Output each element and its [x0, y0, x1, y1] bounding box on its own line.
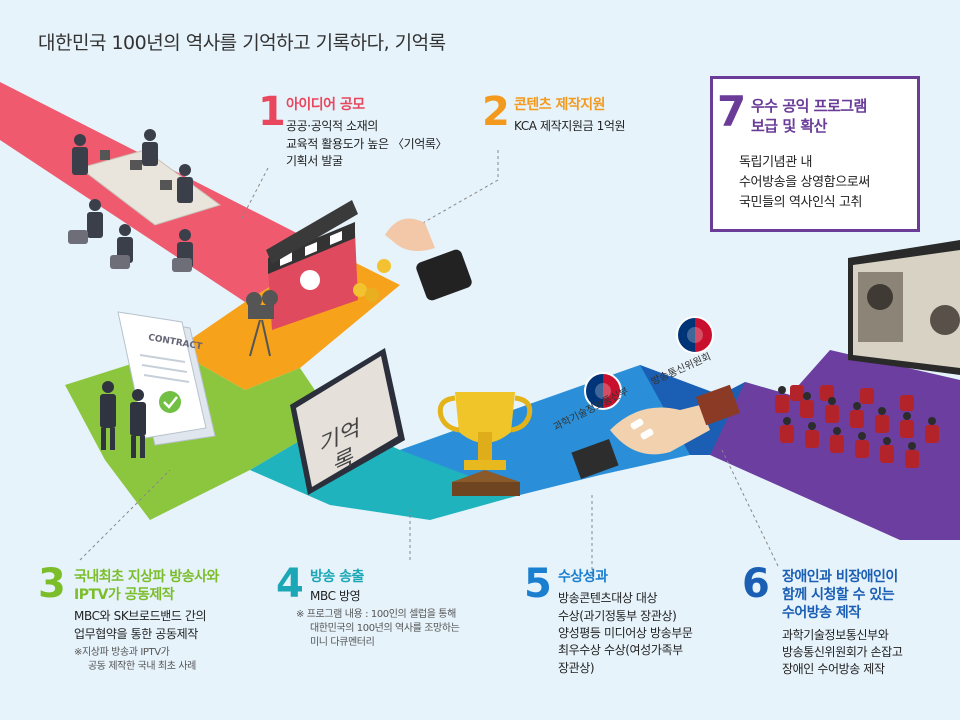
step-1-heading: 아이디어 공모	[286, 97, 365, 113]
step-2-heading: 콘텐츠 제작지원	[514, 97, 606, 113]
contract-illustration: CONTRACT	[100, 311, 216, 458]
ministry-seal-science	[584, 372, 622, 410]
step-4-body: MBC 방영	[310, 589, 361, 604]
page-title: 대한민국 100년의 역사를 기억하고 기록하다, 기억록	[38, 32, 446, 54]
theater-illustration	[775, 240, 960, 468]
connector-2	[399, 150, 499, 237]
ministry-seal-kcc	[676, 316, 714, 354]
meeting-illustration	[68, 129, 222, 272]
step-3-number: 3	[38, 561, 66, 607]
step-2-number: 2	[482, 89, 510, 135]
step-1-number: 1	[258, 89, 286, 135]
tv-illustration: 기억 록	[290, 348, 405, 495]
trophy-illustration	[437, 392, 533, 496]
step-2-body: KCA 제작지원금 1억원	[514, 119, 626, 134]
step-4-number: 4	[276, 561, 304, 607]
step-2: 2 콘텐츠 제작지원 KCA 제작지원금 1억원	[482, 92, 682, 136]
clapperboard-illustration	[246, 200, 472, 357]
tv-title-line2: 록	[334, 444, 354, 478]
step-5-number: 5	[524, 561, 552, 607]
step-7-number: 7	[717, 87, 747, 136]
ministry-handshake-illustration	[571, 384, 741, 479]
step-6-number: 6	[742, 561, 770, 607]
step-5-heading: 수상성과	[558, 569, 608, 585]
step-4-heading: 방송 송출	[310, 569, 364, 585]
